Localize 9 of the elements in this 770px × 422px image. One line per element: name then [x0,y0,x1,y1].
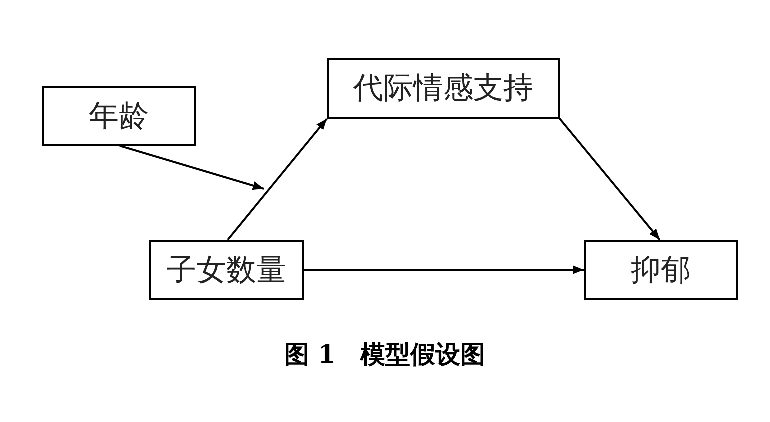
arrow [559,118,661,241]
variable-box: 代际情感支持 [327,58,560,119]
variable-box: 子女数量 [149,240,304,300]
variable-box: 抑郁 [584,240,738,300]
arrow [304,266,584,274]
arrow [120,145,264,190]
figure-caption: 图 1 模型假设图 [284,340,486,369]
arrow [227,118,328,241]
variable-box: 年龄 [42,86,196,146]
